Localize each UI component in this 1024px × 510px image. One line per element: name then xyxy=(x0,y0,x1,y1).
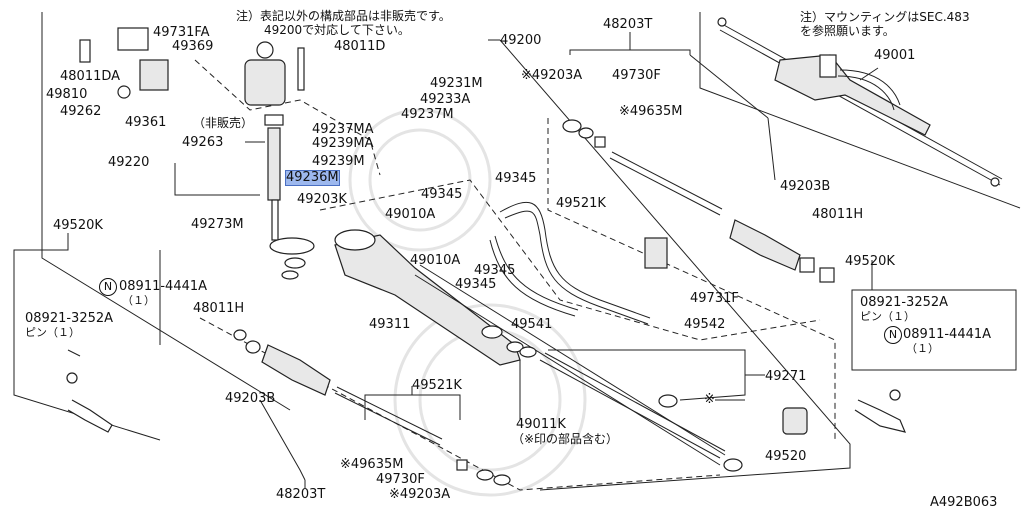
note-49011K: （※印の部品含む） xyxy=(512,432,619,446)
part-08911-4441A-right[interactable]: 08911-4441A xyxy=(903,327,992,342)
note-left-line2: 49200で対応して下さい。 xyxy=(264,23,410,37)
callout-49311[interactable]: 49311 xyxy=(369,317,411,332)
callout-48011H-right[interactable]: 48011H xyxy=(812,207,864,222)
boot-49520 xyxy=(782,407,808,435)
box-49520K-left xyxy=(13,233,161,441)
hydraulic-pipes xyxy=(489,201,668,325)
pin-left-mark xyxy=(67,349,81,357)
rack-bar xyxy=(539,352,743,472)
callout-49345-c[interactable]: 49345 xyxy=(474,263,516,278)
callout-49361[interactable]: 49361 xyxy=(125,115,167,130)
callout-48011DA[interactable]: 48011DA xyxy=(60,69,121,84)
callout-49271[interactable]: 49271 xyxy=(765,369,807,384)
bracket-49271 xyxy=(548,349,746,401)
leader-49203B-r xyxy=(767,117,776,181)
kome-mark: ※ xyxy=(704,392,715,407)
callout-49345-d[interactable]: 49345 xyxy=(455,277,497,292)
callout-49541[interactable]: 49541 xyxy=(511,317,553,332)
callout-49345-b[interactable]: 49345 xyxy=(421,187,463,202)
callout-49001[interactable]: 49001 xyxy=(874,48,916,63)
tie-rod-end-right xyxy=(854,399,907,433)
callout-48203T-bottom[interactable]: 48203T xyxy=(276,487,326,502)
dashed-region-1 xyxy=(194,59,381,176)
callout-49010A-b[interactable]: 49010A xyxy=(410,253,461,268)
callout-49731FA[interactable]: 49731FA xyxy=(153,25,210,40)
pinion-shaft xyxy=(264,114,315,280)
leader-49001 xyxy=(859,67,879,81)
callout-49010A-a[interactable]: 49010A xyxy=(385,207,436,222)
callout-49203B-right[interactable]: 49203B xyxy=(780,179,831,194)
callout-49520[interactable]: 49520 xyxy=(765,449,807,464)
part-08911-4441A-left[interactable]: 08911-4441A xyxy=(119,279,208,294)
callout-49203B-left[interactable]: 49203B xyxy=(225,391,276,406)
nut-symbol-left: N xyxy=(99,278,117,296)
callout-49262[interactable]: 49262 xyxy=(60,104,102,119)
tie-rod-end-left xyxy=(67,399,113,433)
callout-49239MA[interactable]: 49239MA xyxy=(312,136,374,151)
qty-nut-left: （１） xyxy=(122,294,155,307)
callout-48011D[interactable]: 48011D xyxy=(334,39,386,54)
callout-48011H-left[interactable]: 48011H xyxy=(193,301,245,316)
callout-49520K-right[interactable]: 49520K xyxy=(845,254,895,269)
tie-rod-top xyxy=(562,119,835,283)
note-right-line2: を参照願います。 xyxy=(800,24,895,38)
nut-symbol-right: N xyxy=(884,326,902,344)
part-08921-3252A-left[interactable]: 08921-3252A xyxy=(25,311,114,326)
callout-49231M[interactable]: 49231M xyxy=(430,76,483,91)
callout-49273M[interactable]: 49273M xyxy=(191,217,244,232)
tie-rod-bottom xyxy=(233,329,511,486)
callout-49236M-highlighted[interactable]: 49236M xyxy=(285,170,340,186)
actuator-group xyxy=(79,27,305,106)
callout-49011K[interactable]: 49011K xyxy=(516,417,566,432)
bracket-48203T-bottom xyxy=(259,399,306,481)
box-49520K-right xyxy=(851,260,1017,371)
callout-48203T-top[interactable]: 48203T xyxy=(603,17,653,32)
note-right-line1: 注）マウンティングはSEC.483 xyxy=(800,10,970,24)
callout-49203A-top[interactable]: ※49203A xyxy=(521,68,583,83)
castle-nut-right xyxy=(889,389,901,401)
qty-pin-right: ピン（１） xyxy=(860,310,915,323)
callout-49237M[interactable]: 49237M xyxy=(401,107,454,122)
castle-nut-left xyxy=(66,372,78,384)
callout-49369[interactable]: 49369 xyxy=(172,39,214,54)
note-left-line1: 注）表記以外の構成部品は非販売です。 xyxy=(236,9,451,23)
callout-49730F-bottom[interactable]: 49730F xyxy=(376,472,425,487)
callout-49635M-top[interactable]: ※49635M xyxy=(619,104,683,119)
bracket-48203T-top xyxy=(569,49,691,55)
dashed-region-4 xyxy=(547,118,836,440)
watermark-seal xyxy=(348,108,587,497)
qty-nut-right: （１） xyxy=(906,342,939,355)
main-group-outline xyxy=(499,39,851,491)
callout-49345-a[interactable]: 49345 xyxy=(495,171,537,186)
callout-49520K-left[interactable]: 49520K xyxy=(53,218,103,233)
qty-pin-left: ピン（１） xyxy=(25,326,80,339)
callout-49635M-bottom[interactable]: ※49635M xyxy=(340,457,404,472)
not-sold-note: （非販売） xyxy=(193,116,254,130)
callout-49521K-bottom[interactable]: 49521K xyxy=(412,378,462,393)
callout-49233A[interactable]: 49233A xyxy=(420,92,471,107)
callout-49200[interactable]: 49200 xyxy=(500,33,542,48)
callout-49263[interactable]: 49263 xyxy=(182,135,224,150)
diagram-code: A492B063 xyxy=(930,495,998,510)
callout-49203A-bottom[interactable]: ※49203A xyxy=(389,487,451,502)
callout-49237MA[interactable]: 49237MA xyxy=(312,122,374,137)
callout-49521K-top[interactable]: 49521K xyxy=(556,196,606,211)
callout-49810[interactable]: 49810 xyxy=(46,87,88,102)
left-group-outline xyxy=(41,12,291,411)
part-08921-3252A-right[interactable]: 08921-3252A xyxy=(860,295,949,310)
callout-49731F[interactable]: 49731F xyxy=(690,291,739,306)
dashed-region-2 xyxy=(319,179,821,341)
leader-49220 xyxy=(174,163,260,196)
callout-49220[interactable]: 49220 xyxy=(108,155,150,170)
callout-49239M[interactable]: 49239M xyxy=(312,154,365,169)
callout-49203K[interactable]: 49203K xyxy=(297,192,347,207)
inset-box-outline xyxy=(699,12,1021,209)
steering-gear-overview xyxy=(717,17,1003,187)
leader-48203T-top-b xyxy=(689,54,769,119)
callout-49542[interactable]: 49542 xyxy=(684,317,726,332)
callout-49730F-top[interactable]: 49730F xyxy=(612,68,661,83)
